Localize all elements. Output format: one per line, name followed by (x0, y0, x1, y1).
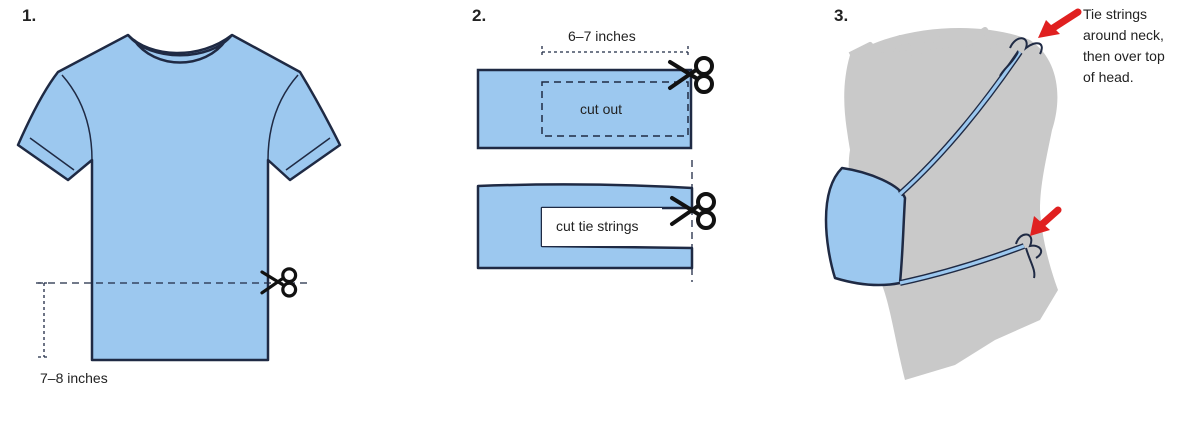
cut-out-label: cut out (580, 101, 623, 117)
measure-bracket (541, 46, 689, 58)
tshirt-shape (16, 33, 342, 362)
mask-shape (824, 166, 907, 287)
step-3-note: Tie strings around neck, then over top o… (1083, 6, 1165, 85)
mask-top-string-fill (898, 51, 1022, 196)
bottom-knot (1015, 233, 1043, 279)
head-silhouette (844, 27, 1058, 380)
step-1-number: 1. (22, 6, 37, 25)
fabric-panel (476, 46, 716, 282)
tshirt-sleeve-seams (29, 74, 331, 171)
tie-strings-box (542, 208, 662, 246)
top-knot (999, 37, 1043, 77)
red-arrow-icon (1038, 8, 1082, 38)
fabric-strip-top (476, 68, 693, 150)
tshirt-measure-line (38, 282, 50, 358)
step-3-number: 3. (834, 6, 849, 25)
tshirt-panel (16, 33, 342, 362)
head-hair-tips (848, 27, 1026, 63)
cut-out-outline (541, 81, 689, 137)
mask-bottom-string-fill (899, 244, 1025, 285)
head-panel (824, 8, 1082, 380)
step-2-measure-label: 6–7 inches (568, 28, 636, 44)
cut-tie-strings-label: cut tie strings (556, 218, 639, 234)
tshirt-collar (127, 34, 233, 64)
step-1-measure-label: 7–8 inches (40, 370, 108, 386)
step-2-number: 2. (472, 6, 487, 25)
red-arrow-icon (1030, 206, 1062, 236)
